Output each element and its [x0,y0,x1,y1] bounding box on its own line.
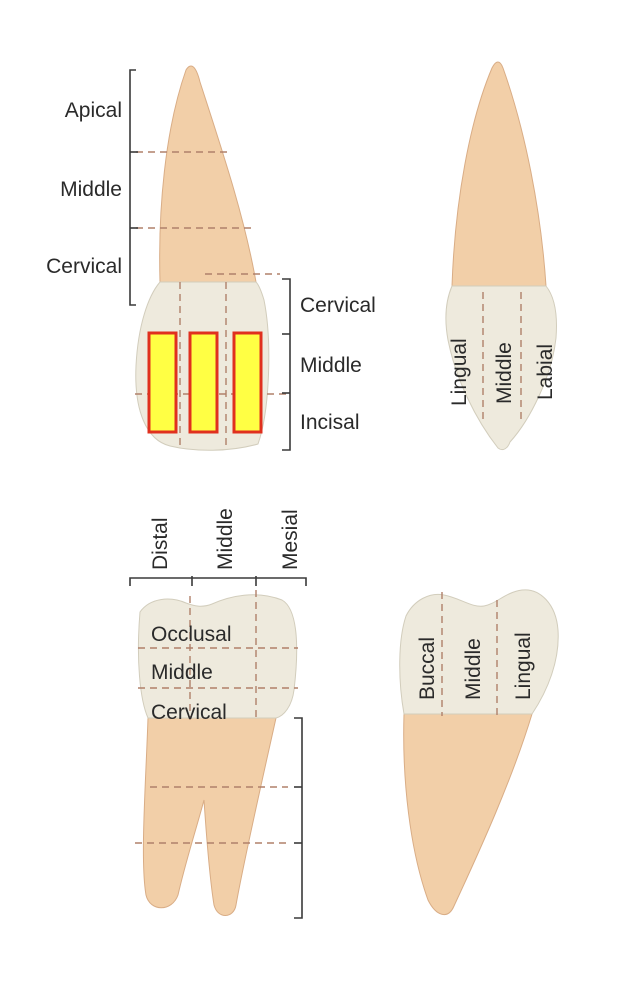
label-apical: Apical [65,99,122,122]
molar-facial-view: Distal Middle Mesial Occlusal Middle Cer… [129,508,307,919]
molar-facial-crown [137,594,298,719]
incisor-proximal-crown [445,285,557,451]
label-distal: Distal [149,517,172,570]
label-lingual-molar: Lingual [512,632,535,700]
incisor-highlight-boxes [147,331,263,434]
label-buccal: Buccal [416,637,439,700]
molar-proximal-root [403,713,533,915]
label-crown-middle: Middle [300,354,362,377]
label-occlusal: Occlusal [151,623,232,646]
label-root-cervical: Cervical [46,255,122,278]
incisor-proximal-view: Lingual Middle Labial [445,61,557,451]
incisor-proximal-dividers [482,292,522,420]
label-lingual-incisor: Lingual [448,338,471,406]
label-middle-incisor-proximal: Middle [493,342,516,404]
label-molar-cervical: Cervical [151,701,227,724]
molar-root-bracket [294,717,303,919]
label-labial: Labial [534,344,557,400]
incisor-root-bracket [129,69,138,306]
highlight-box-mesial [232,331,263,434]
label-root-middle: Middle [60,178,122,201]
label-mesial: Mesial [279,509,302,570]
incisor-proximal-root [451,61,547,287]
incisor-facial-root [159,65,257,283]
label-molar-middle-crown: Middle [151,661,213,684]
molar-facial-dividers [135,590,298,844]
molar-proximal-crown [399,589,559,715]
molar-top-bracket [129,576,307,586]
molar-proximal-view: Buccal Middle Lingual [399,589,559,915]
label-crown-cervical: Cervical [300,294,376,317]
incisor-facial-view: Apical Middle Cervical Cervical Middle I… [46,65,376,451]
molar-proximal-dividers [441,592,498,716]
label-molar-middle-proximal: Middle [462,638,485,700]
highlight-box-distal [147,331,178,434]
label-molar-middle-top: Middle [214,508,237,570]
molar-facial-roots [142,717,277,916]
incisor-crown-bracket [282,278,291,451]
label-incisal: Incisal [300,411,360,434]
highlight-box-middle [188,331,219,434]
